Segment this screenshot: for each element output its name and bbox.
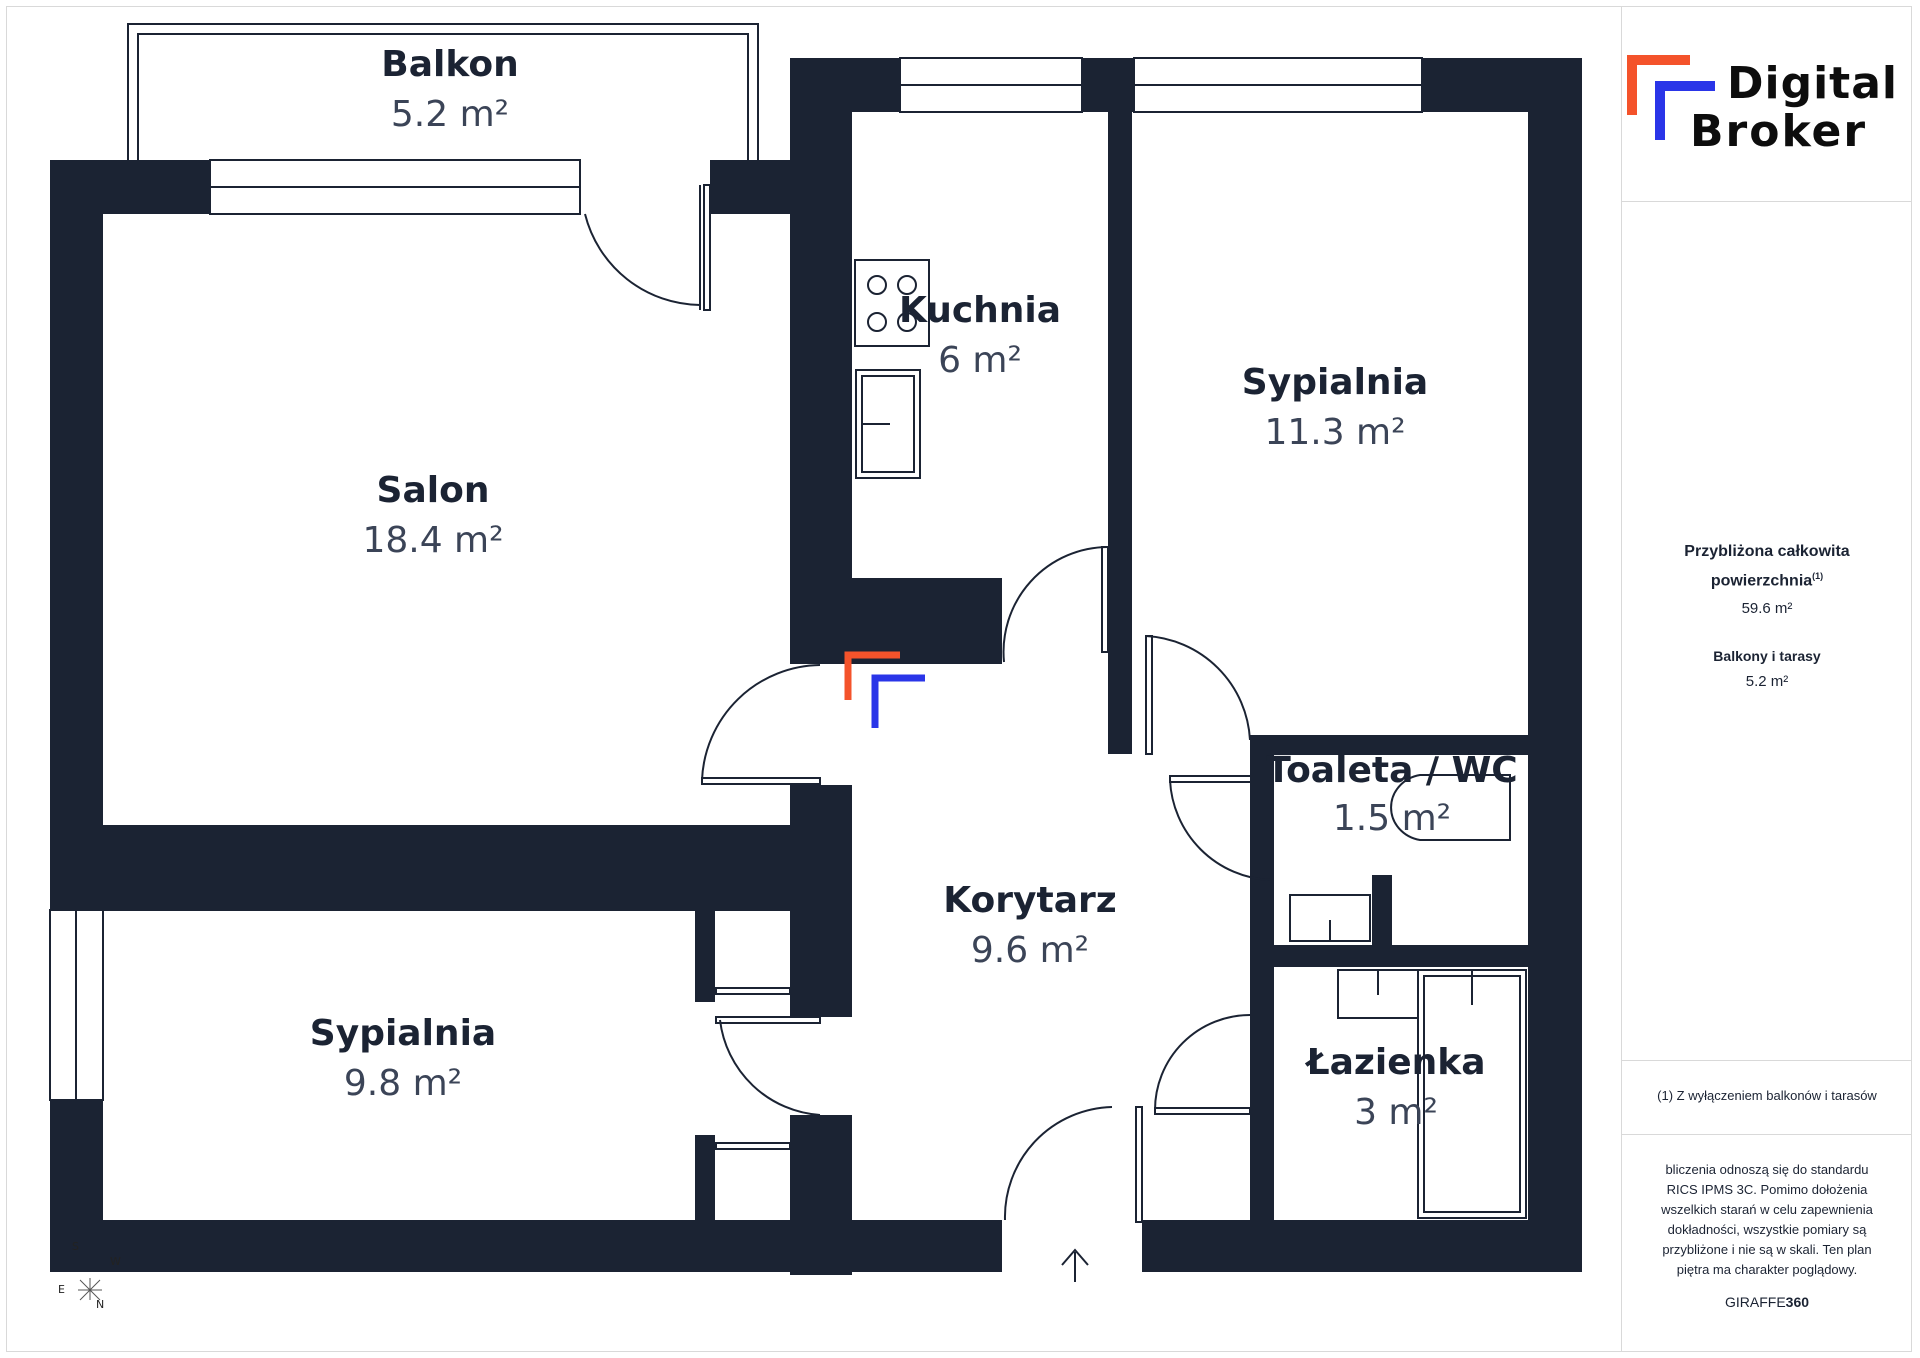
walls bbox=[50, 58, 1582, 1275]
room-toaleta-area: 1.5 m² bbox=[1332, 798, 1452, 839]
compass-e: E bbox=[58, 1283, 65, 1296]
room-korytarz-area: 9.6 m² bbox=[970, 930, 1090, 971]
logo-line1: Digital bbox=[1727, 58, 1898, 109]
windows bbox=[49, 57, 1423, 1101]
total-sup: (1) bbox=[1812, 571, 1824, 581]
room-balkon-name: Balkon bbox=[381, 44, 519, 85]
total-area-value: 59.6 m² bbox=[1741, 600, 1793, 617]
total-label-line2: powierzchnia bbox=[1710, 572, 1813, 590]
brand-name: GIRAFFE bbox=[1724, 1294, 1786, 1310]
doors bbox=[584, 184, 1271, 1223]
room-balkon-area: 5.2 m² bbox=[390, 94, 510, 135]
watermark-logo bbox=[844, 651, 925, 728]
page-frame bbox=[6, 6, 1912, 1352]
disclaimer-line6: piętra ma charakter poglądowy. bbox=[1676, 1262, 1858, 1277]
compass-icon bbox=[78, 1278, 102, 1301]
disclaimer: bliczenia odnoszą się do standardu RICS … bbox=[1622, 1160, 1912, 1280]
balcony-value: 5.2 m² bbox=[1745, 673, 1789, 690]
room-kuchnia-name: Kuchnia bbox=[898, 290, 1062, 331]
logo-line2: Broker bbox=[1690, 106, 1868, 157]
compass-w: W bbox=[110, 1255, 121, 1268]
entrance-arrow bbox=[1061, 1248, 1089, 1282]
balcony-railing bbox=[127, 23, 759, 160]
fixtures bbox=[854, 259, 1527, 1219]
room-kuchnia-area: 6 m² bbox=[938, 340, 1022, 381]
room-lazienka-area: 3 m² bbox=[1354, 1092, 1438, 1133]
room-salon-area: 18.4 m² bbox=[362, 520, 504, 561]
total-area-label: Przybliżona całkowita powierzchnia(1) bbox=[1622, 540, 1912, 593]
footnote: (1) Z wyłączeniem balkonów i tarasów bbox=[1657, 1088, 1877, 1103]
room-toaleta-name: Toaleta / WC bbox=[1266, 750, 1518, 791]
brand-footer: GIRAFFE360 bbox=[1622, 1294, 1912, 1310]
info-panel bbox=[1621, 6, 1912, 1352]
room-lazienka-name: Łazienka bbox=[1306, 1042, 1486, 1083]
total-label-line1: Przybliżona całkowita bbox=[1684, 543, 1850, 560]
disclaimer-line3: wszelkich starań w celu zapewnienia bbox=[1661, 1202, 1873, 1217]
compass-n: N bbox=[96, 1298, 105, 1311]
floor-plan bbox=[49, 23, 1582, 1301]
brand-number: 360 bbox=[1785, 1294, 1810, 1310]
room-sypialnia-left-area: 9.8 m² bbox=[343, 1063, 463, 1104]
disclaimer-line2: RICS IPMS 3C. Pomimo dołożenia bbox=[1666, 1182, 1868, 1197]
room-salon-name: Salon bbox=[376, 470, 490, 511]
room-sypialnia-right-name: Sypialnia bbox=[1241, 362, 1429, 403]
room-sypialnia-left-name: Sypialnia bbox=[309, 1013, 497, 1054]
balcony-label: Balkony i tarasy bbox=[1713, 648, 1821, 664]
room-sypialnia-right-area: 11.3 m² bbox=[1264, 412, 1406, 453]
disclaimer-line4: dokładności, wszystkie pomiary są bbox=[1667, 1222, 1867, 1237]
disclaimer-line5: przybliżone i nie są w skali. Ten plan bbox=[1662, 1242, 1872, 1257]
compass-s: S bbox=[72, 1240, 79, 1253]
disclaimer-line1: bliczenia odnoszą się do standardu bbox=[1665, 1162, 1869, 1177]
room-korytarz-name: Korytarz bbox=[943, 880, 1117, 921]
